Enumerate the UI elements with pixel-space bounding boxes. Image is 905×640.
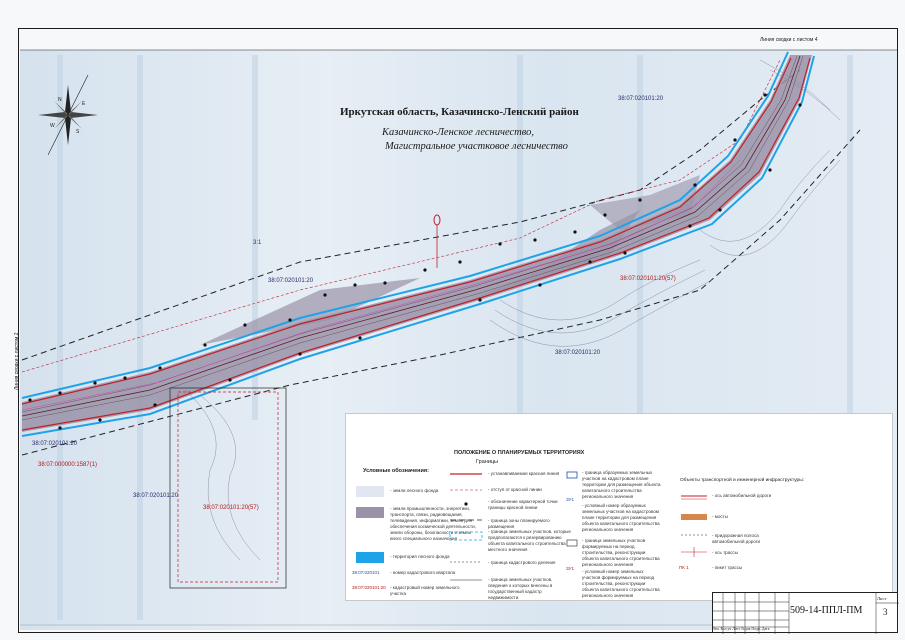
compass-west: W: [50, 123, 55, 129]
compass-east: E: [82, 101, 86, 107]
legend-swatch-forest-land: [356, 486, 384, 497]
road-corridor: [22, 55, 812, 432]
document-code: 509-14-ППЛ-ПМ: [790, 605, 863, 616]
parcel-label: 38:07:020101:20(57): [203, 505, 259, 511]
red-line-bottom: [21, 57, 811, 431]
legend-item: - земли лесного фонда: [390, 488, 439, 493]
parcel-label: 38:07:020101:20: [32, 441, 78, 447]
map-legend: Условные обозначения: - земли лесного фо…: [345, 413, 893, 601]
title-block-grid: [713, 593, 899, 634]
zone-item: - граница земельных участков формируемых…: [582, 538, 660, 567]
transport-item: - ось автомобильной дороги: [712, 493, 772, 498]
title-block-columns: Изм. Кол.уч Лист №док Подп. Дата: [712, 627, 770, 631]
sheet-label: Лист: [877, 596, 887, 601]
legend-swatch-forest-fund: [356, 552, 384, 563]
boundary-item: - граница зоны планируемого размещения: [488, 518, 550, 529]
road-axis: [21, 55, 801, 417]
title-block: [712, 592, 899, 634]
boundary-item: - устанавливаемая красная линия: [488, 471, 560, 476]
red-line-top: [21, 57, 792, 405]
boundaries-heading: Границы: [476, 459, 498, 465]
road-lane-2: [21, 55, 804, 421]
legend-code: 38:07:020101: [352, 570, 380, 575]
forestry-title-line2: Магистральное участковое лесничество: [385, 141, 568, 152]
zone-code: ЗУ1: [566, 497, 575, 502]
boundary-line-samples: [449, 473, 483, 581]
transport-item: - мосты: [712, 514, 728, 519]
sheet-number: 3: [883, 607, 888, 617]
boundary-item: - обозначение характерной точки границы …: [488, 499, 558, 510]
location-marker: [433, 214, 441, 268]
parcel-label: 38:07:000000:1587(1): [38, 462, 98, 468]
forestry-title-line1: Казачинско-Ленское лесничество,: [382, 127, 535, 138]
parcel-label: 38:07:020101:20: [268, 278, 314, 284]
compass-south: S: [76, 129, 80, 135]
legend-item: - земли промышленности, энергетики, тран…: [390, 506, 476, 541]
compass-north: N: [58, 97, 62, 103]
legend-item: - кадастровый номер земельного участка: [390, 585, 460, 596]
legend-title: Условные обозначения:: [363, 468, 429, 474]
territory-heading: ПОЛОЖЕНИЕ О ПЛАНИРУЕМЫХ ТЕРРИТОРИЯХ: [454, 450, 585, 456]
sheet-join-note-top: Линия сводки с листом 4: [760, 37, 818, 43]
boundary-points: [28, 93, 802, 430]
parcel-label: 38:07:020101:20: [618, 96, 664, 102]
offset-boundary-lower: [21, 129, 861, 456]
boundary-item: - граница кадастрового деления: [488, 560, 556, 565]
transport-item: - придорожная полоса автомобильной дорог…: [712, 533, 761, 544]
zone-line-samples: [566, 471, 578, 547]
sheet-join-note-side: Линия сводки с листом 2: [14, 332, 20, 390]
zone-item: - условный номер земельных участков форм…: [582, 569, 660, 598]
transport-item: - пикет трассы: [712, 565, 743, 570]
legend-item: - номер кадастрового квартала: [390, 570, 456, 575]
lower-parcel-outline: [177, 391, 279, 583]
zone-item: - граница образуемых земельных участков …: [582, 470, 661, 499]
transport-samples: [681, 495, 707, 557]
legend-swatch-industrial-land: [356, 507, 384, 518]
forest-fund-border-bottom: [21, 55, 815, 437]
forest-fund-border-top: [21, 51, 789, 399]
legend-code: 38:07:020101:20: [352, 585, 386, 590]
road-widening-right: [475, 210, 640, 298]
zone-code: ЗУ1: [566, 566, 575, 571]
region-title: Иркутская область, Казачинско-Ленский ра…: [340, 106, 579, 118]
boundary-item: - граница земельных участков, которые пр…: [488, 529, 571, 552]
lower-parcel-outer: [169, 387, 287, 589]
boundary-item: - отступ от красной линии: [488, 487, 542, 492]
contour-lines: [184, 59, 841, 561]
parcel-label: 3:1: [253, 240, 262, 246]
picket-code: ПК 1: [679, 565, 689, 570]
legend-item: - территория лесного фонда: [390, 554, 450, 559]
road-widening-upper: [200, 278, 420, 345]
parcel-label: 38:07:020101:20(57): [620, 276, 676, 282]
boundary-item: - граница земельных участков, сведения о…: [488, 577, 553, 600]
parcel-label: 38:07:020101:20: [133, 493, 179, 499]
zone-item: - условный номер образуемых земельных уч…: [582, 503, 660, 532]
existing-road-line: [21, 159, 741, 411]
parcel-label: 38:07:020101:20: [555, 350, 601, 356]
drawing-frame: [18, 28, 898, 633]
transport-item: - ось трассы: [712, 550, 738, 555]
compass-rose: N S E W: [38, 74, 98, 156]
transport-heading: Объекты транспортной и инженерной инфрас…: [680, 478, 804, 483]
